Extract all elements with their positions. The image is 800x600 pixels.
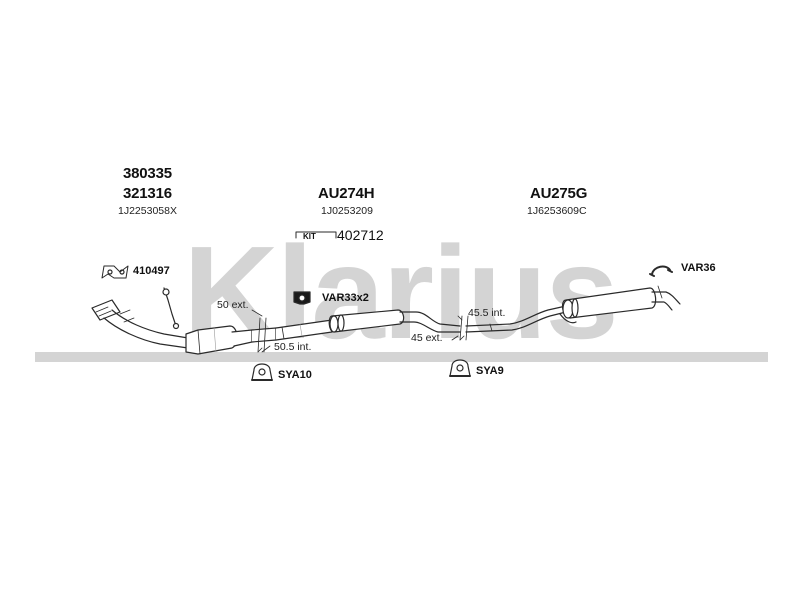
watermark-underline: [35, 352, 768, 362]
middle-silencer: [328, 309, 461, 333]
kit-number: 402712: [337, 227, 384, 243]
catalytic-converter: [185, 325, 253, 355]
lambda-sensor: [162, 287, 180, 330]
manifold-code-2: 321316: [123, 185, 172, 202]
mount-sya9-icon: [449, 359, 471, 377]
rear-silencer: [561, 285, 681, 319]
middle-ref: 1J0253209: [321, 205, 373, 217]
rear-ext-dimension: 45 ext.: [411, 332, 443, 344]
clamp-var33-icon: [293, 291, 311, 305]
clamp-var33-code: VAR33x2: [322, 292, 369, 304]
kit-badge: KIT: [303, 232, 316, 241]
gasket-icon: [101, 265, 129, 279]
hanger-var36-icon: [649, 265, 673, 277]
middle-pipe: [275, 319, 333, 341]
hanger-var36-code: VAR36: [681, 262, 716, 274]
gasket-code: 410497: [133, 265, 170, 277]
rear-pipe: [465, 305, 577, 333]
mount-sya10-code: SYA10: [278, 369, 312, 381]
front-ext-dimension: 50 ext.: [217, 299, 249, 311]
rear-ref: 1J6253609C: [527, 205, 587, 217]
dimension-leaders: [251, 309, 463, 353]
manifold-ref: 1J2253058X: [118, 205, 177, 217]
middle-code: AU274H: [318, 185, 375, 202]
front-int-dimension: 50.5 int.: [274, 341, 312, 353]
manifold-downpipe: [91, 299, 189, 349]
manifold-code-1: 380335: [123, 165, 172, 182]
rear-code: AU275G: [530, 185, 588, 202]
front-joint: [251, 317, 277, 353]
kit-bracket: [295, 231, 337, 239]
mount-sya9-code: SYA9: [476, 365, 504, 377]
rear-int-dimension: 45.5 int.: [468, 307, 506, 319]
mount-sya10-icon: [251, 363, 273, 381]
